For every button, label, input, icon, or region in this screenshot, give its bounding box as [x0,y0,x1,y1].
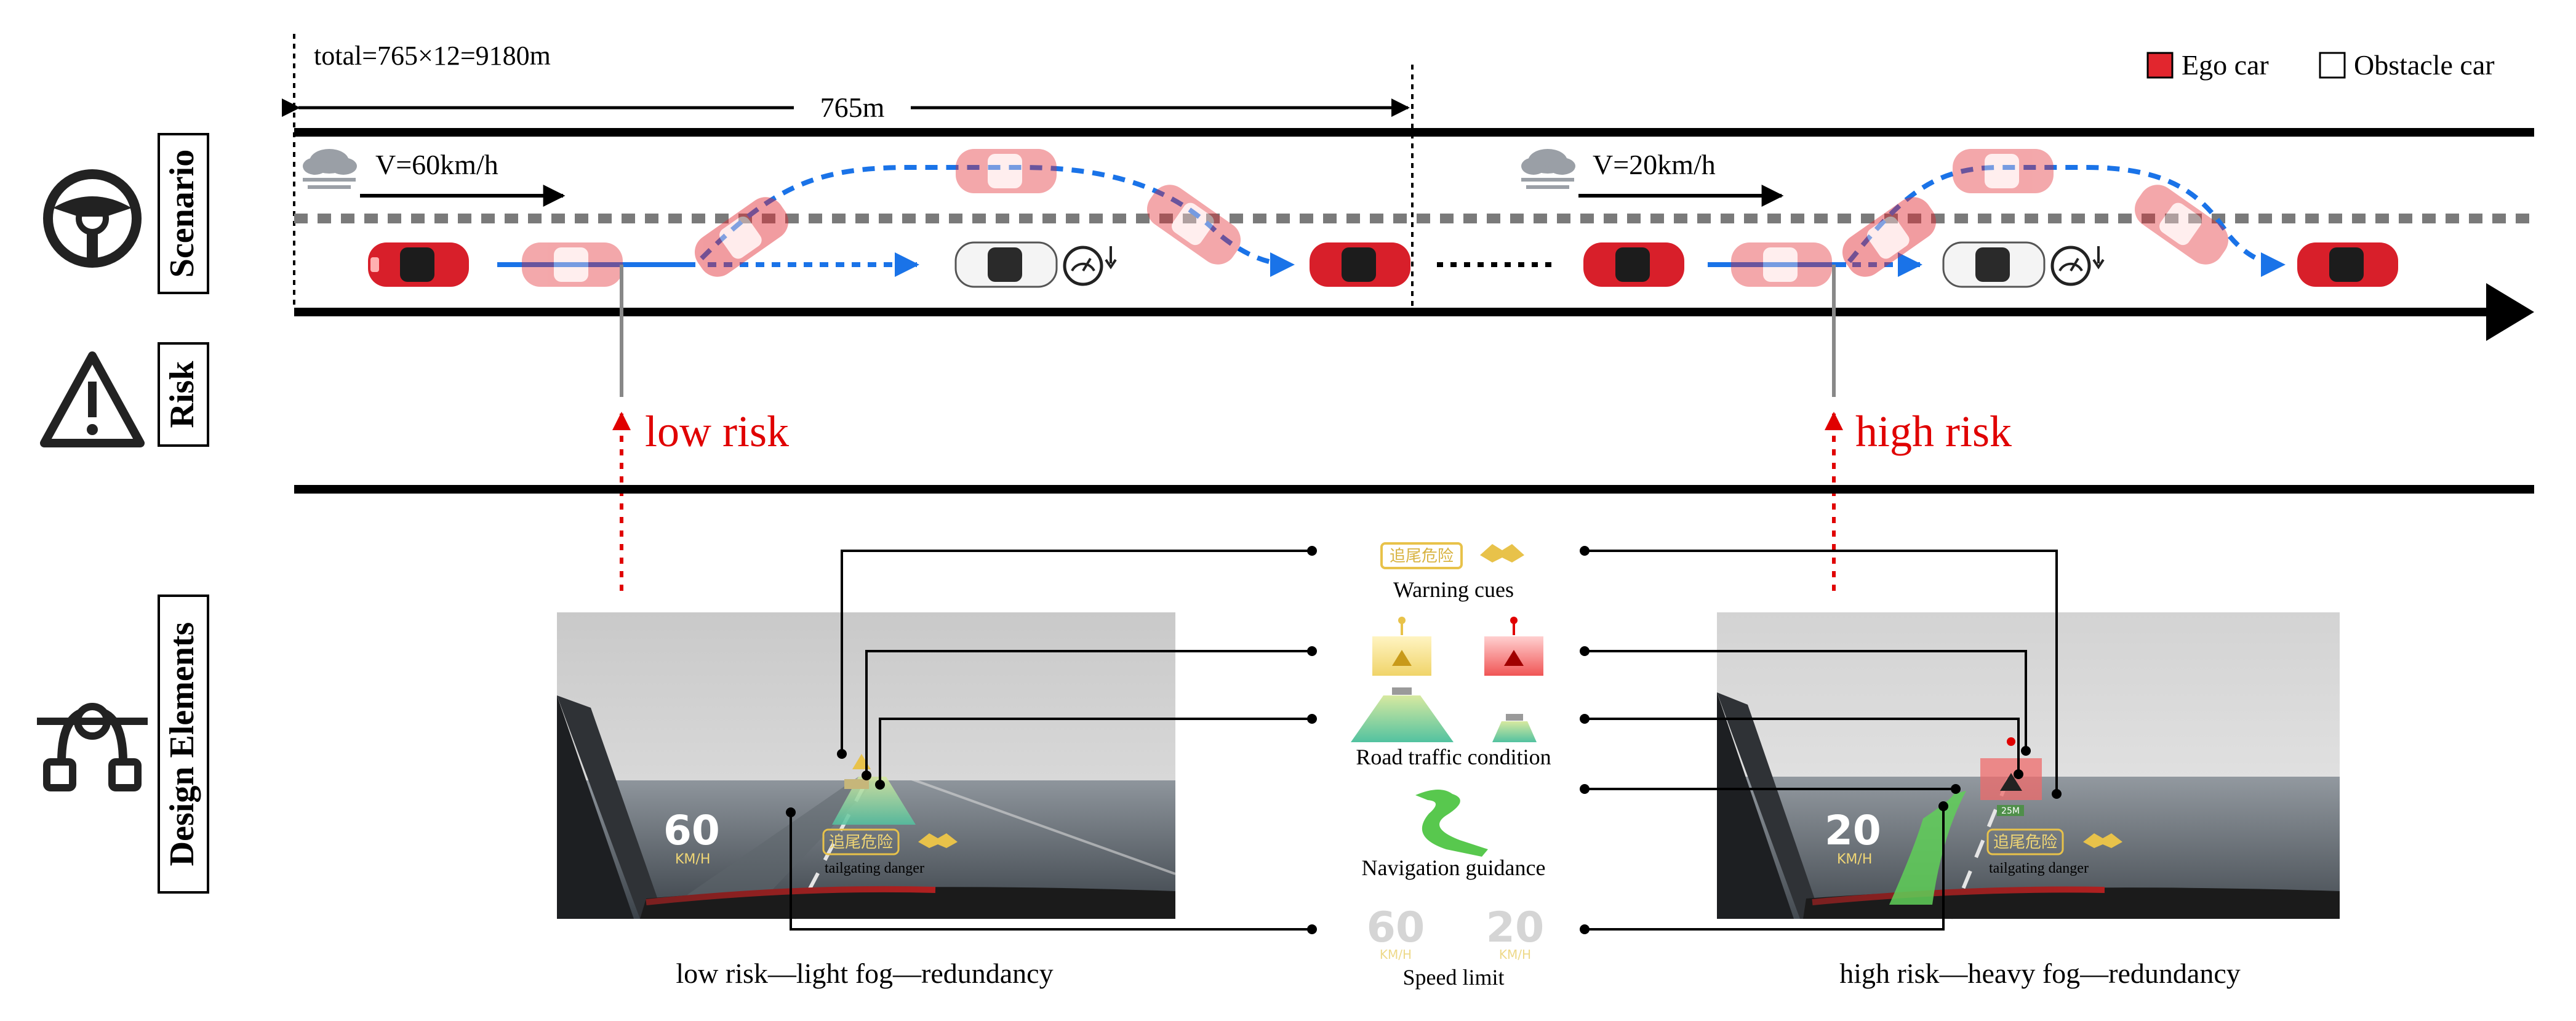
row-label-scenario-text: Scenario [163,150,201,278]
hud-screenshot-right: 25M 20 KM/H 追尾危险 tailgating danger [1717,612,2340,920]
speedometer-decrease-icon-left [1063,246,1117,286]
connectors-right [1585,550,2058,931]
left-overtake-trajectory [700,165,1295,277]
element-speed-high: 20 [1486,903,1545,952]
element-speed-unit-low: KM/H [1380,947,1412,962]
bezier-pen-icon [37,703,148,791]
hud-left-unit: KM/H [675,852,710,867]
ego-car-right-ghost-3 [1953,149,2054,193]
ego-car-right-start [1583,242,1684,287]
element-collision-icon [1480,544,1524,563]
ego-car-left-ghost-1 [522,242,623,287]
legend-obstacle-swatch [2319,52,2346,79]
hud-right-warning-icon [2000,773,2022,791]
element-navigation-arrow [1415,789,1488,857]
element-speed-limit-label: Speed limit [1403,965,1505,990]
element-warning-box-red [1484,617,1543,676]
hud-right-distance: 25M [2001,806,2020,816]
element-warning-chip: 追尾危险 [1390,547,1454,566]
hud-right-speed: 20 [1825,807,1881,854]
hud-left-warning-chip-box [822,828,900,855]
hud-left-speed: 60 [663,807,720,854]
left-risk-label: low risk [645,407,789,456]
warning-triangle-icon [40,351,145,447]
right-risk-label: high risk [1855,407,2012,456]
speedometer-decrease-icon-right [2050,246,2105,286]
fog-cloud-icon-right [1521,149,1575,189]
hud-right-warning-chip: 追尾危险 [1993,833,2057,852]
element-warning-box-yellow [1372,617,1431,676]
ego-car-right-ghost-2 [1842,197,1937,277]
hud-left-warning-chip: 追尾危险 [829,833,893,852]
element-navigation-label: Navigation guidance [1362,855,1546,880]
row-label-design-text: Design Elements [163,622,201,867]
element-road-traffic-small [1492,714,1537,742]
element-speed-low: 60 [1367,903,1425,952]
ego-car-left-ghost-2 [694,197,789,277]
hud-left-distance-chip [844,779,869,789]
obstacle-car-right [1942,241,2046,288]
road-direction-arrow [2486,283,2534,341]
hud-right-warning-text: tailgating danger [1989,860,2089,876]
element-warning-cues-label: Warning cues [1393,577,1514,602]
connector-dots-right [1580,546,2062,934]
element-road-traffic-large [1351,687,1454,742]
segment-length-text: 765m [820,92,885,123]
ego-car-right-end [2297,242,2398,287]
hud-left-warning-text: tailgating danger [825,860,924,876]
ego-car-left-start [368,242,469,287]
total-distance-text: total=765×12=9180m [314,41,551,71]
ego-car-right-ghost-1 [1731,242,1832,287]
element-speed-limit: 60 KM/H 20 KM/H Speed limit [1367,903,1545,990]
element-speed-unit-high: KM/H [1499,947,1531,962]
connector-dots-left [786,546,1317,934]
hud-right-unit: KM/H [1837,852,1872,867]
hud-left-collision-icon [918,833,958,848]
row-label-design: Design Elements [158,595,209,894]
connectors-left [790,550,1312,931]
fog-cloud-icon-left [303,149,357,189]
right-speed-text: V=20km/h [1593,149,1716,180]
hud-left-caption: low risk—light fog—redundancy [676,958,1053,989]
legend-ego-swatch [2146,52,2174,79]
hud-right-caption: high risk—heavy fog—redundancy [1839,958,2241,989]
row-label-scenario: Scenario [158,133,209,294]
ego-car-left-end [1310,242,1410,287]
right-overtake-trajectory [1847,165,2286,277]
hud-right-collision-icon [2083,833,2122,848]
left-speed-text: V=60km/h [375,149,498,180]
ego-car-left-ghost-3 [956,149,1057,193]
legend-obstacle-label: Obstacle car [2354,49,2495,81]
hud-right-distance-chip [1997,805,2024,816]
row-label-risk: Risk [158,342,209,447]
element-road-traffic-label: Road traffic condition [1356,745,1551,769]
legend-ego-label: Ego car [2182,49,2269,81]
element-warning-cues: 追尾危险 Warning cues [1380,542,1524,602]
hud-right-warning-chip-box [1986,828,2064,855]
hud-right-navigation-arrow [1889,791,1966,905]
ego-car-left-ghost-4 [1146,185,1241,265]
row-label-risk-text: Risk [163,361,201,428]
steering-wheel-icon [43,169,142,268]
ego-car-right-ghost-4 [2134,185,2229,265]
obstacle-car-left [954,241,1058,288]
legend: Ego car Obstacle car [2146,49,2495,81]
